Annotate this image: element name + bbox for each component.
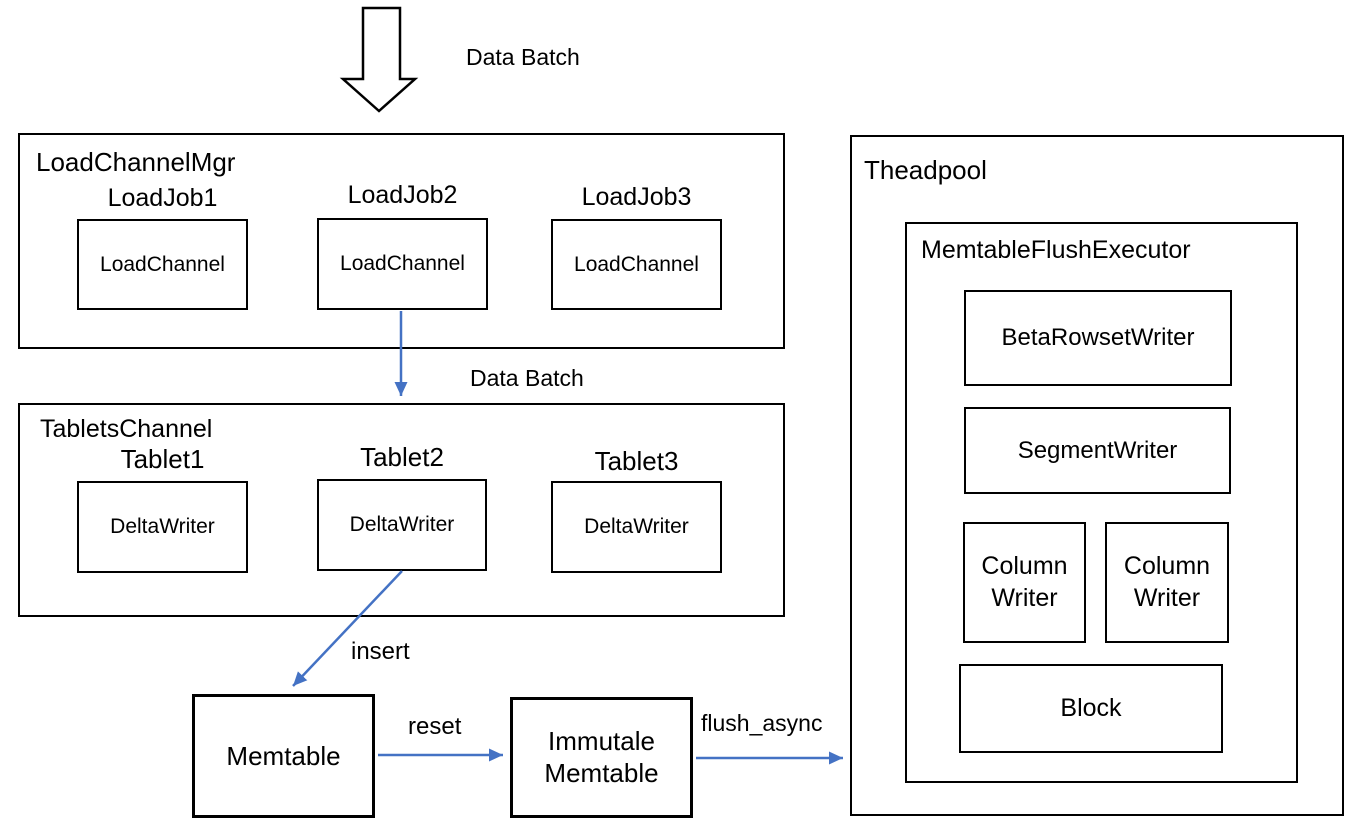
delta-writer-box-3: DeltaWriter	[551, 481, 722, 573]
beta-rowset-writer-box: BetaRowsetWriter	[964, 290, 1232, 386]
delta-writer-box-1: DeltaWriter	[77, 481, 248, 573]
flush-async-edge-label: flush_async	[701, 710, 823, 736]
data-batch-block-arrow-icon	[339, 6, 419, 113]
tablet-1-label: Tablet1	[120, 444, 205, 474]
reset-edge-label: reset	[408, 713, 462, 740]
threadpool-box: Theadpool	[850, 135, 1344, 816]
load-job-1-label: LoadJob1	[107, 184, 218, 212]
segment-writer-box: SegmentWriter	[964, 407, 1231, 494]
memtable-flush-executor-title: MemtableFlushExecutor	[921, 236, 1191, 264]
load-job-2-label: LoadJob2	[347, 181, 458, 209]
data-batch-mid-label: Data Batch	[470, 365, 584, 391]
tablets-channel-title: TabletsChannel	[40, 415, 213, 443]
tablet-2-label: Tablet2	[360, 442, 444, 472]
immutable-memtable-box: Immutale Memtable	[510, 697, 693, 818]
memtable-flush-executor-box: MemtableFlushExecutor	[905, 222, 1298, 783]
delta-writer-box-2: DeltaWriter	[317, 479, 487, 571]
memtable-box: Memtable	[192, 694, 375, 818]
load-channel-mgr-title: LoadChannelMgr	[36, 147, 236, 177]
insert-edge-label: insert	[351, 638, 410, 665]
column-writer-box-1: Column Writer	[963, 522, 1086, 643]
tablet-3-label: Tablet3	[594, 446, 679, 476]
column-writer-box-2: Column Writer	[1105, 522, 1229, 643]
load-channel-box-2: LoadChannel	[317, 218, 488, 310]
load-channel-box-1: LoadChannel	[77, 219, 248, 310]
threadpool-title: Theadpool	[864, 155, 987, 185]
load-channel-box-3: LoadChannel	[551, 219, 722, 310]
block-box: Block	[959, 664, 1223, 753]
load-job-3-label: LoadJob3	[581, 183, 692, 211]
data-batch-top-label: Data Batch	[466, 44, 580, 70]
